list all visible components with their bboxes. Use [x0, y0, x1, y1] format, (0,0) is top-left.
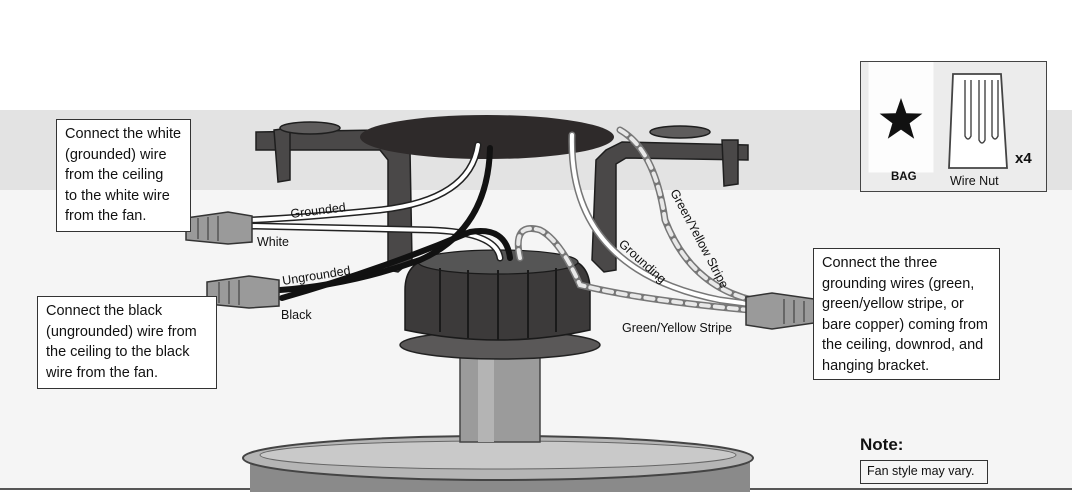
motor-hub	[404, 249, 591, 341]
callout-line: (ungrounded) wire from	[46, 323, 197, 340]
parts-illustration	[868, 62, 1008, 173]
callout-white-wire: Connect the white (grounded) wire from t…	[56, 119, 191, 232]
quantity-label: x4	[1015, 150, 1032, 167]
wire-nut-black	[206, 275, 280, 309]
wires	[246, 126, 756, 314]
callout-line: to the white wire	[65, 187, 170, 204]
callout-line: from the ceiling	[65, 167, 164, 183]
callout-line: the ceiling to the black	[46, 344, 190, 360]
wire-nut-label: Wire Nut	[950, 174, 999, 188]
callout-grounding-wires: Connect the three grounding wires (green…	[813, 248, 1000, 380]
star-icon	[879, 98, 923, 139]
callout-line: Connect the three	[822, 255, 938, 271]
callout-line: Connect the white	[65, 126, 182, 142]
fan-housing	[242, 435, 754, 492]
wire-nut-ground	[745, 292, 815, 330]
label-black: Black	[281, 308, 312, 322]
wire-nut-icon	[948, 73, 1008, 169]
callout-line: hanging bracket.	[822, 357, 930, 374]
callout-black-wire: Connect the black (ungrounded) wire from…	[37, 296, 217, 389]
wire-nut-white	[185, 211, 253, 245]
label-green-yellow-lower: Green/Yellow Stripe	[622, 321, 732, 335]
callout-line: green/yellow stripe, or	[822, 296, 964, 312]
outlet-box	[360, 115, 614, 159]
callout-line: from the fan.	[65, 208, 147, 224]
note-title: Note:	[860, 435, 904, 454]
callout-line: wire from the fan.	[46, 364, 159, 381]
note-text: Fan style may vary.	[860, 460, 988, 484]
bag-label: BAG	[891, 171, 917, 183]
callout-line: bare copper) coming from	[822, 316, 989, 333]
label-white: White	[257, 235, 289, 249]
label-grounded: Grounded	[290, 200, 347, 221]
callout-line: grounding wires (green,	[822, 275, 975, 292]
callout-line: (grounded) wire	[65, 146, 167, 163]
parts-box: BAG Wire Nut x4	[860, 61, 1047, 192]
fan-black-wire	[279, 228, 513, 301]
callout-line: the ceiling, downrod, and	[822, 337, 984, 353]
callout-line: Connect the black	[46, 303, 163, 319]
